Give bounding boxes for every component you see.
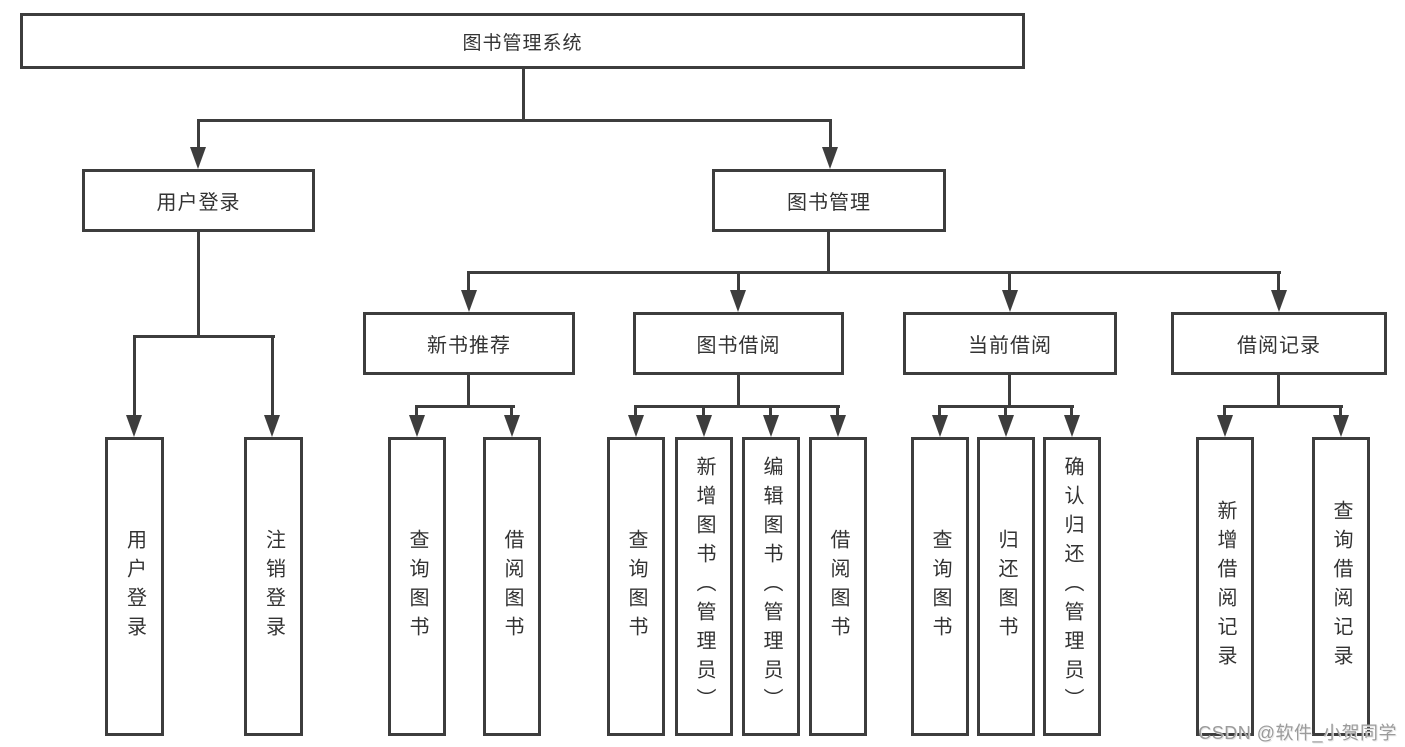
connector-line: [737, 271, 740, 292]
connector-line: [197, 232, 200, 337]
arrowhead-down-icon: [932, 415, 948, 437]
arrowhead-down-icon: [628, 415, 644, 437]
connector-line: [197, 119, 200, 153]
leaf-query-borrow-record: 查询借阅记录: [1312, 437, 1370, 736]
arrowhead-down-icon: [461, 290, 477, 312]
connector-line: [1008, 271, 1011, 292]
connector-line: [836, 405, 839, 418]
node-new-book-recommend: 新书推荐: [363, 312, 575, 375]
connector-line: [702, 405, 705, 418]
leaf-borrow-books-newbook: 借阅图书: [483, 437, 541, 736]
leaf-borrow-books: 借阅图书: [809, 437, 867, 736]
leaf-logout: 注销登录: [244, 437, 303, 736]
leaf-query-books-borrow: 查询图书: [607, 437, 665, 736]
connector-line: [827, 232, 830, 274]
connector-line: [197, 119, 832, 122]
connector-line: [1277, 375, 1280, 407]
node-book-borrow-label: 图书借阅: [696, 335, 781, 357]
leaf-add-borrow-record: 新增借阅记录: [1196, 437, 1254, 736]
connector-line: [510, 405, 513, 418]
connector-line: [1277, 271, 1280, 292]
connector-line: [1004, 405, 1007, 418]
leaf-user-login: 用户登录: [105, 437, 164, 736]
leaf-query-books-current-label: 查询图书: [929, 528, 951, 645]
arrowhead-down-icon: [1064, 415, 1080, 437]
connector-line: [737, 375, 740, 407]
connector-line: [415, 405, 418, 418]
node-book-borrow: 图书借阅: [633, 312, 844, 375]
arrowhead-down-icon: [830, 415, 846, 437]
node-new-book-recommend-label: 新书推荐: [427, 335, 511, 357]
arrowhead-down-icon: [1217, 415, 1233, 437]
node-book-management-label: 图书管理: [787, 192, 871, 214]
arrowhead-down-icon: [1333, 415, 1349, 437]
arrowhead-down-icon: [696, 415, 712, 437]
csdn-watermark: CSDN @软件_小贺同学: [1198, 723, 1397, 743]
connector-line: [1008, 375, 1011, 407]
node-user-login-label: 用户登录: [156, 192, 241, 214]
arrowhead-down-icon: [1271, 290, 1287, 312]
leaf-edit-books-admin-label: 编辑图书（管理员）: [760, 456, 782, 717]
connector-line: [133, 335, 136, 417]
node-book-management: 图书管理: [712, 169, 946, 232]
arrowhead-down-icon: [822, 147, 838, 169]
node-borrow-records: 借阅记录: [1171, 312, 1387, 375]
leaf-logout-label: 注销登录: [262, 528, 285, 645]
connector-line: [1223, 405, 1226, 418]
connector-line: [467, 271, 470, 292]
leaf-query-books-current: 查询图书: [911, 437, 969, 736]
leaf-query-borrow-record-label: 查询借阅记录: [1330, 499, 1352, 674]
arrowhead-down-icon: [190, 147, 206, 169]
connector-line: [829, 119, 832, 153]
node-user-login: 用户登录: [82, 169, 315, 232]
connector-line: [271, 335, 274, 417]
arrowhead-down-icon: [264, 415, 280, 437]
arrowhead-down-icon: [763, 415, 779, 437]
arrowhead-down-icon: [998, 415, 1014, 437]
connector-line: [467, 271, 1281, 274]
leaf-borrow-books-label: 借阅图书: [827, 528, 849, 645]
arrowhead-down-icon: [730, 290, 746, 312]
arrowhead-down-icon: [126, 415, 142, 437]
connector-line: [1339, 405, 1342, 418]
leaf-add-books-admin-label: 新增图书（管理员）: [693, 456, 715, 717]
arrowhead-down-icon: [1002, 290, 1018, 312]
node-library-system-label: 图书管理系统: [462, 32, 583, 54]
leaf-query-books-newbook: 查询图书: [388, 437, 446, 736]
connector-line: [522, 69, 525, 119]
leaf-edit-books-admin: 编辑图书（管理员）: [742, 437, 800, 736]
leaf-query-books-newbook-label: 查询图书: [406, 528, 428, 645]
leaf-borrow-books-newbook-label: 借阅图书: [501, 528, 523, 645]
leaf-confirm-return-admin: 确认归还（管理员）: [1043, 437, 1101, 736]
node-current-borrow-label: 当前借阅: [968, 335, 1052, 357]
leaf-add-borrow-record-label: 新增借阅记录: [1214, 499, 1236, 674]
connector-line: [467, 375, 470, 407]
leaf-return-books: 归还图书: [977, 437, 1035, 736]
leaf-add-books-admin: 新增图书（管理员）: [675, 437, 733, 736]
leaf-query-books-borrow-label: 查询图书: [625, 528, 647, 645]
connector-line: [1223, 405, 1343, 408]
connector-line: [133, 335, 275, 338]
leaf-confirm-return-admin-label: 确认归还（管理员）: [1061, 456, 1083, 717]
leaf-return-books-label: 归还图书: [995, 528, 1017, 645]
arrowhead-down-icon: [504, 415, 520, 437]
connector-line: [769, 405, 772, 418]
connector-line: [634, 405, 637, 418]
node-library-system: 图书管理系统: [20, 13, 1025, 69]
connector-line: [1070, 405, 1073, 418]
leaf-user-login-label: 用户登录: [123, 528, 146, 645]
connector-line: [415, 405, 515, 408]
node-current-borrow: 当前借阅: [903, 312, 1117, 375]
connector-line: [938, 405, 941, 418]
connector-line: [634, 405, 840, 408]
arrowhead-down-icon: [409, 415, 425, 437]
node-borrow-records-label: 借阅记录: [1237, 335, 1321, 357]
